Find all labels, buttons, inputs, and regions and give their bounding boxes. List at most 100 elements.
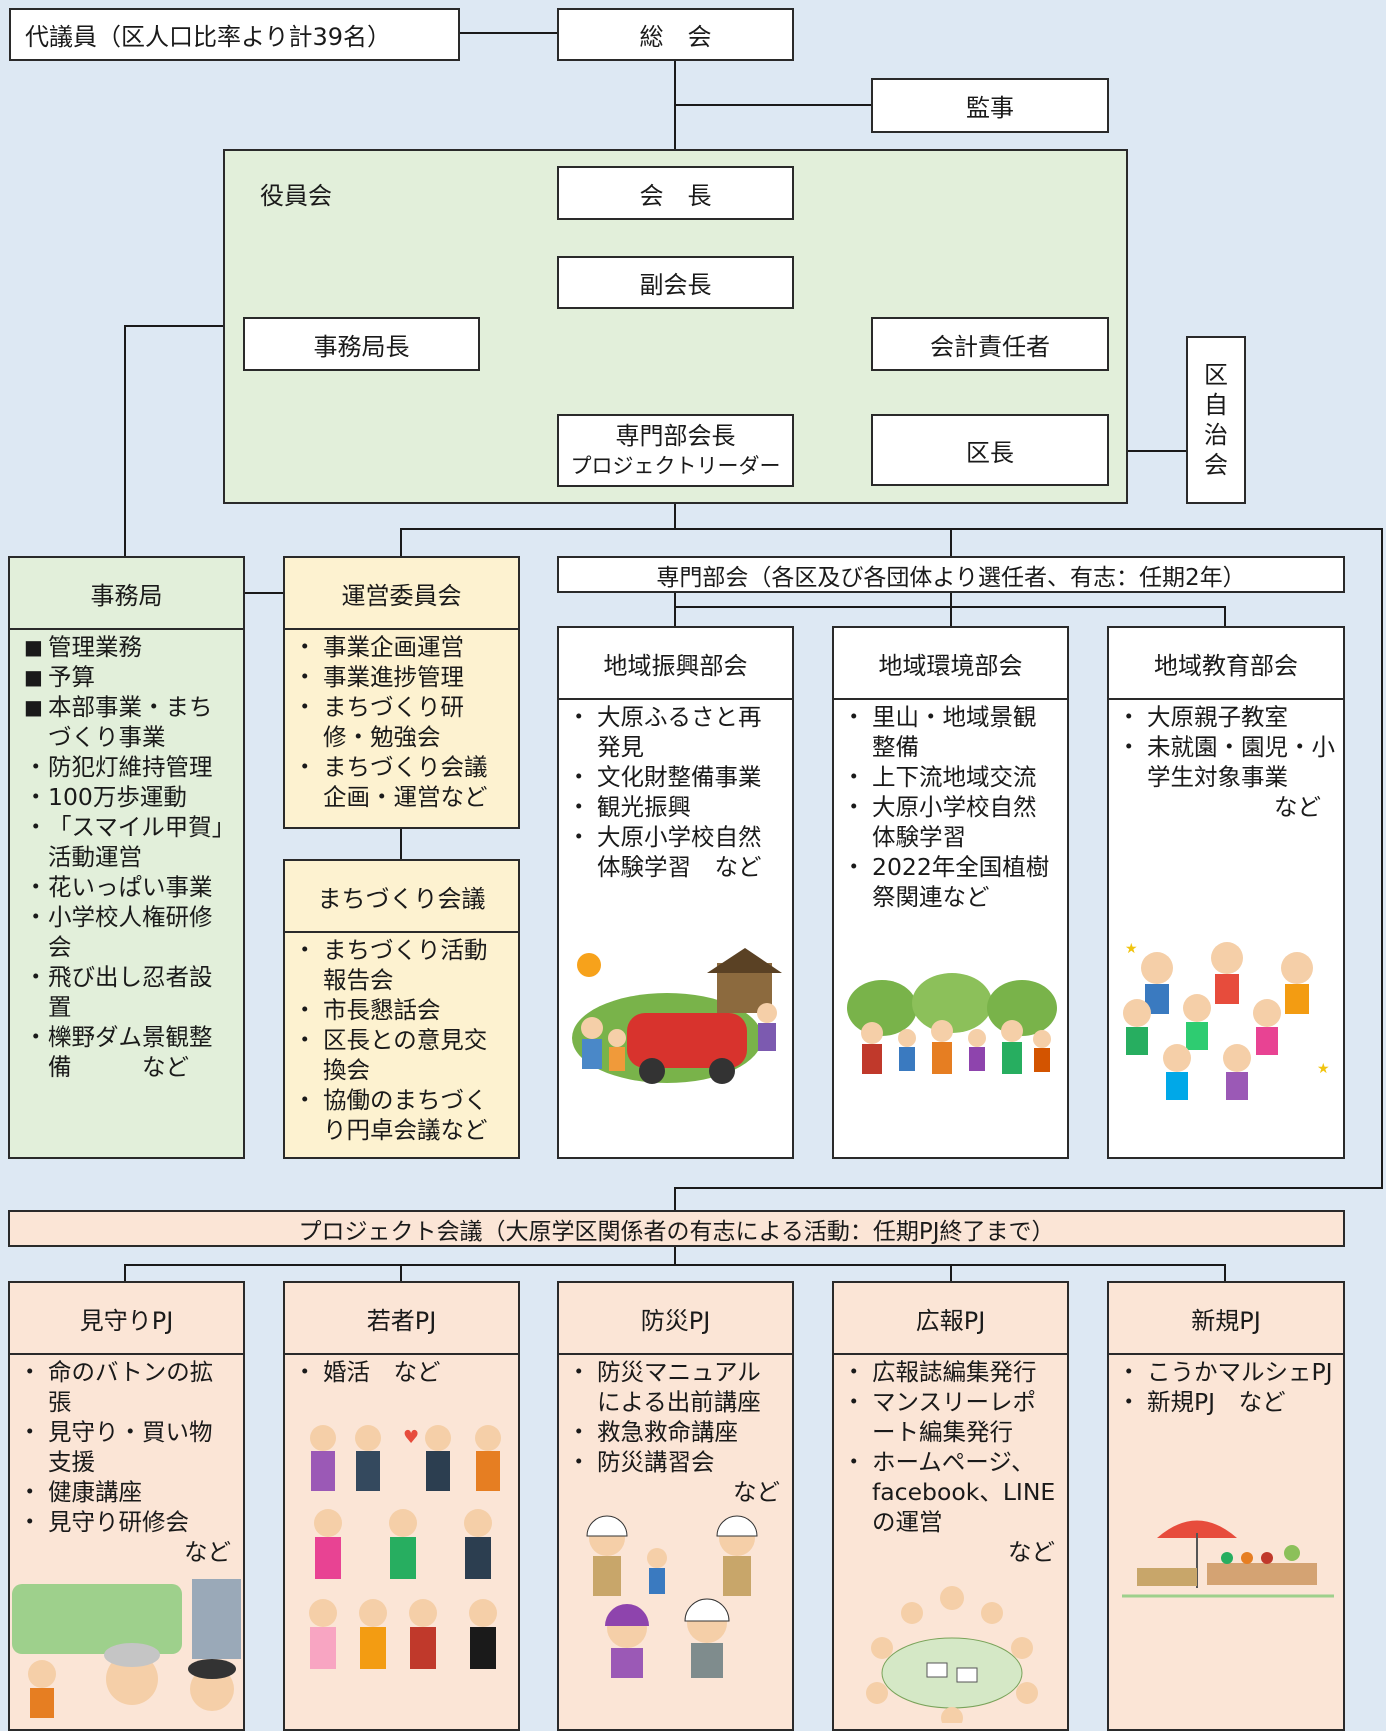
pj-panel-pr: 広報PJ 広報誌編集発行 マンスリーレポート編集発行 ホームページ、facebo…: [832, 1281, 1069, 1731]
young-people-illustration: ♥: [293, 1413, 510, 1713]
steering-panel: 運営委員会 事業企画運営 事業進捗管理 まちづくり研修・勉強会 まちづくり会議企…: [283, 556, 520, 829]
line-pj-4: [950, 1264, 952, 1282]
chair-box: 会 長: [557, 166, 794, 220]
town-meeting-item: 協働のまちづくり円卓会議など: [293, 1085, 510, 1145]
line-pj-title-down: [674, 1246, 676, 1266]
auditor-box: 監事: [871, 78, 1109, 133]
svg-text:★: ★: [1317, 1061, 1330, 1077]
secretariat-item: 管理業務: [18, 632, 235, 662]
dept-panel-education: 地域教育部会 大原親子教室 未就園・園児・小学生対象事業 など ★★: [1107, 626, 1345, 1159]
secretariat-title: 事務局: [10, 558, 243, 630]
line-pj-5: [1224, 1264, 1226, 1282]
line-dept-1: [674, 592, 676, 627]
pj-item: 防災マニュアルによる出前講座: [567, 1357, 784, 1417]
line-to-steering: [400, 528, 402, 558]
pj-panel-disaster: 防災PJ 防災マニュアルによる出前講座 救急救命講座 防災講習会 など: [557, 1281, 794, 1731]
dept-item: 観光振興: [567, 792, 784, 822]
dept-panel-promotion: 地域振興部会 大原ふるさと再発見 文化財整備事業 観光振興 大原小学校自然体験学…: [557, 626, 794, 1159]
line-dept-3: [1224, 606, 1226, 627]
line-right-down: [1381, 528, 1383, 1189]
line-pj-2: [400, 1264, 402, 1282]
town-meeting-item: 市長懇話会: [293, 995, 510, 1025]
pj-item: ホームページ、facebook、LINEの運営: [842, 1447, 1059, 1537]
line-dept-branch: [674, 606, 1225, 608]
secretariat-panel: 事務局 管理業務 予算 本部事業・まちづくり事業 防犯灯維持管理 100万歩運動…: [8, 556, 245, 1159]
pj-item: 婚活 など: [293, 1357, 510, 1387]
departments-title: 専門部会（各区及び各団体より選任者、有志：任期2年）: [557, 556, 1345, 593]
delegates-box: 代議員（区人口比率より計39名）: [9, 8, 460, 61]
family-car-illustration: [567, 943, 784, 1103]
pj-note: など: [184, 1538, 231, 1566]
district-head-box: 区長: [871, 414, 1109, 486]
dept-item: 文化財整備事業: [567, 762, 784, 792]
sun-icon: [577, 953, 601, 977]
children-jumping-illustration: ★★: [1117, 933, 1335, 1108]
ward-char: 治: [1204, 421, 1228, 449]
town-meeting-title: まちづくり会議: [285, 861, 518, 933]
pj-item: マンスリーレポート編集発行: [842, 1387, 1059, 1447]
ward-association-box: 区 自 治 会: [1186, 336, 1246, 504]
pj-title: 新規PJ: [1109, 1283, 1343, 1355]
dept-item: 2022年全国植樹祭関連など: [842, 852, 1059, 912]
line-pj-down: [674, 1187, 676, 1211]
pj-item: 健康講座: [18, 1477, 235, 1507]
steering-list: 事業企画運営 事業進捗管理 まちづくり研修・勉強会 まちづくり会議企画・運営など: [285, 630, 518, 812]
line-pj-branch: [124, 1264, 1225, 1266]
pj-item: 広報誌編集発行: [842, 1357, 1059, 1387]
secretariat-item: 予算: [18, 662, 235, 692]
line-auditor: [674, 104, 872, 106]
pj-title: 防災PJ: [559, 1283, 792, 1355]
vice-chair-box: 副会長: [557, 256, 794, 309]
line-delegates: [458, 32, 558, 34]
pj-panel-new: 新規PJ こうかマルシェPJ 新規PJ など: [1107, 1281, 1345, 1731]
general-meeting-box: 総 会: [557, 8, 794, 61]
ward-char: 区: [1204, 361, 1228, 389]
dept-list: 大原親子教室 未就園・園児・小学生対象事業: [1109, 700, 1343, 792]
town-meeting-list: まちづくり活動報告会 市長懇話会 区長との意見交換会 協働のまちづくり円卓会議な…: [285, 933, 518, 1145]
pj-item: 新規PJ など: [1117, 1387, 1335, 1417]
dept-item: 里山・地域景観整備: [842, 702, 1059, 762]
secretariat-item: 100万歩運動: [18, 782, 235, 812]
pj-list: こうかマルシェPJ 新規PJ など: [1109, 1355, 1343, 1417]
board-label: 役員会: [260, 182, 332, 210]
secretariat-item: 防犯灯維持管理: [18, 752, 235, 782]
pj-panel-watch: 見守りPJ 命のバトンの拡張 見守り・買い物支援 健康講座 見守り研修会 など: [8, 1281, 245, 1731]
secretariat-item: 櫟野ダム景観整備 など: [18, 1022, 235, 1082]
secretariat-item: 小学校人権研修会: [18, 902, 235, 962]
secretariat-item: 花いっぱい事業: [18, 872, 235, 902]
pj-item: 命のバトンの拡張: [18, 1357, 235, 1417]
dept-head-line2: プロジェクトリーダー: [570, 453, 781, 478]
pj-list: 防災マニュアルによる出前講座 救急救命講座 防災講習会: [559, 1355, 792, 1477]
dept-head-line1: 専門部会長: [615, 421, 736, 450]
projects-title: プロジェクト会議（大原学区関係者の有志による活動：任期PJ終了まで）: [8, 1210, 1345, 1247]
dept-title: 地域教育部会: [1109, 628, 1343, 700]
dept-item: 大原親子教室: [1117, 702, 1335, 732]
pj-list: 婚活 など: [285, 1355, 518, 1387]
pj-title: 広報PJ: [834, 1283, 1067, 1355]
line-trunk-top: [674, 60, 676, 167]
line-board-sec: [124, 325, 224, 327]
svg-text:★: ★: [1125, 941, 1138, 957]
dept-item: 大原ふるさと再発見: [567, 702, 784, 762]
meeting-group-illustration: [842, 1578, 1059, 1723]
line-steering-town: [400, 828, 402, 860]
pj-note: など: [1008, 1538, 1055, 1566]
pj-item: こうかマルシェPJ: [1117, 1357, 1335, 1387]
dept-item: 上下流地域交流: [842, 762, 1059, 792]
treasurer-box: 会計責任者: [871, 317, 1109, 371]
dept-note: など: [1274, 793, 1321, 821]
pj-list: 広報誌編集発行 マンスリーレポート編集発行 ホームページ、facebook、LI…: [834, 1355, 1067, 1537]
dept-list: 里山・地域景観整備 上下流地域交流 大原小学校自然体験学習 2022年全国植樹祭…: [834, 700, 1067, 912]
line-right-to-pj: [674, 1187, 1383, 1189]
pj-title: 若者PJ: [285, 1283, 518, 1355]
line-board-sec-down: [124, 325, 126, 558]
pj-list: 命のバトンの拡張 見守り・買い物支援 健康講座 見守り研修会: [10, 1355, 243, 1537]
dept-panel-environment: 地域環境部会 里山・地域景観整備 上下流地域交流 大原小学校自然体験学習 202…: [832, 626, 1069, 1159]
pj-note: など: [733, 1478, 780, 1506]
steering-item: まちづくり会議企画・運営など: [293, 752, 510, 812]
steering-item: 事業企画運営: [293, 632, 510, 662]
community-group-illustration: [842, 963, 1059, 1093]
car-icon: [627, 1013, 747, 1068]
line-to-depts: [950, 528, 952, 558]
secretariat-item: 本部事業・まちづくり事業: [18, 692, 235, 752]
